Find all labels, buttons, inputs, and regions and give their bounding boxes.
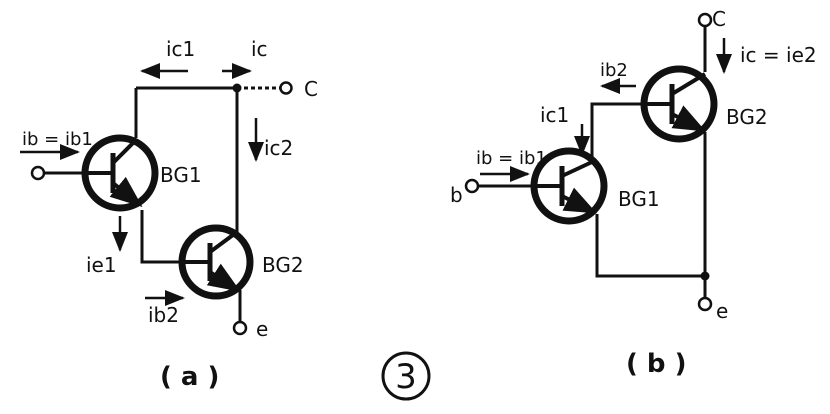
transistor-a-bg2 xyxy=(178,224,254,300)
junction-a-collector xyxy=(232,83,242,93)
label-a-ie1: ie1 xyxy=(86,253,117,277)
label-a-ib-eq-ib1: ib = ib1 xyxy=(22,129,93,150)
terminal-b-e xyxy=(697,296,713,312)
circuit-a xyxy=(20,63,293,336)
figure-number: 3 xyxy=(395,357,417,397)
label-b-ic-eq-ie2: ic = ie2 xyxy=(740,43,817,67)
label-a-c: C xyxy=(304,77,318,101)
label-a-ib2: ib2 xyxy=(148,303,179,327)
junction-b-emitter xyxy=(700,271,710,281)
label-b-e: e xyxy=(716,299,728,323)
label-b-ic1: ic1 xyxy=(540,103,569,127)
caption-a: ( a ) xyxy=(160,362,219,392)
circuit-b xyxy=(464,12,732,312)
caption-b: ( b ) xyxy=(626,349,686,379)
label-b-ib2: ib2 xyxy=(600,60,628,81)
figure-number-circle xyxy=(381,351,431,401)
wire-b-bg2-base xyxy=(590,102,644,164)
transistor-b-bg1 xyxy=(530,147,608,225)
transistor-b-bg2 xyxy=(640,65,718,143)
label-a-ic1: ic1 xyxy=(166,37,195,61)
label-a-ic: ic xyxy=(251,37,268,61)
wire-a-bg1-emitter xyxy=(140,210,184,264)
label-a-bg2: BG2 xyxy=(262,253,304,277)
transistor-a-bg1 xyxy=(81,134,159,212)
terminal-b-b xyxy=(464,178,480,194)
terminal-a-b xyxy=(30,165,46,181)
label-b-bg2: BG2 xyxy=(726,105,768,129)
label-a-bg1: BG1 xyxy=(160,163,202,187)
label-a-ic2: ic2 xyxy=(264,136,293,160)
terminal-b-c xyxy=(697,12,713,28)
terminal-a-e xyxy=(232,320,248,336)
label-b-bg1: BG1 xyxy=(618,187,660,211)
label-b-ib-eq-ib1: ib = ib1 xyxy=(476,148,547,169)
label-b-c: C xyxy=(712,7,726,31)
terminal-a-c xyxy=(279,81,293,95)
label-a-e: e xyxy=(256,317,268,341)
label-b-b: b xyxy=(450,183,463,207)
wire-b-bg1-emitter xyxy=(595,214,705,278)
